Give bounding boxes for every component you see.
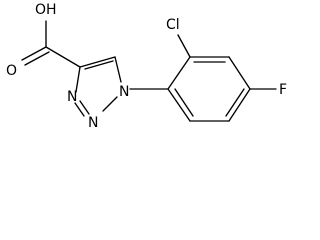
bond-c4-c5 [79, 56, 116, 68]
bond-c-o-double-a [21, 46, 47, 61]
bond-benzene-4-inner [225, 88, 245, 117]
structure-canvas: OH O N N N Cl F [6, 2, 288, 131]
bond-benzene-3 [228, 56, 251, 90]
bond-n2-n3-b [74, 102, 85, 117]
atom-label-n1: N [119, 84, 129, 100]
atom-label-n3: N [67, 89, 77, 105]
bond-n3-c4 [75, 66, 81, 93]
structure-svg: OH O N N N Cl F [6, 2, 287, 131]
atom-label-oh: OH [35, 2, 57, 18]
bond-c-triazole [45, 46, 81, 68]
bond-n2-n3-a [79, 100, 90, 115]
bond-c-o-double-b [24, 51, 50, 66]
atom-label-f: F [279, 82, 287, 98]
bond-c4-c5-inner [84, 60, 114, 70]
bond-benzene-6-inner [174, 88, 194, 117]
bond-benzene-6 [167, 88, 191, 122]
bond-c5-n1 [114, 56, 122, 83]
bond-benzene-4 [228, 88, 251, 122]
bond-benzene-1 [167, 56, 191, 90]
atom-label-o: O [6, 63, 17, 79]
bond-benzene-cl [177, 34, 191, 58]
atom-label-cl: Cl [166, 17, 180, 33]
bond-n1-n2 [102, 96, 118, 112]
atom-label-n2: N [88, 115, 98, 131]
